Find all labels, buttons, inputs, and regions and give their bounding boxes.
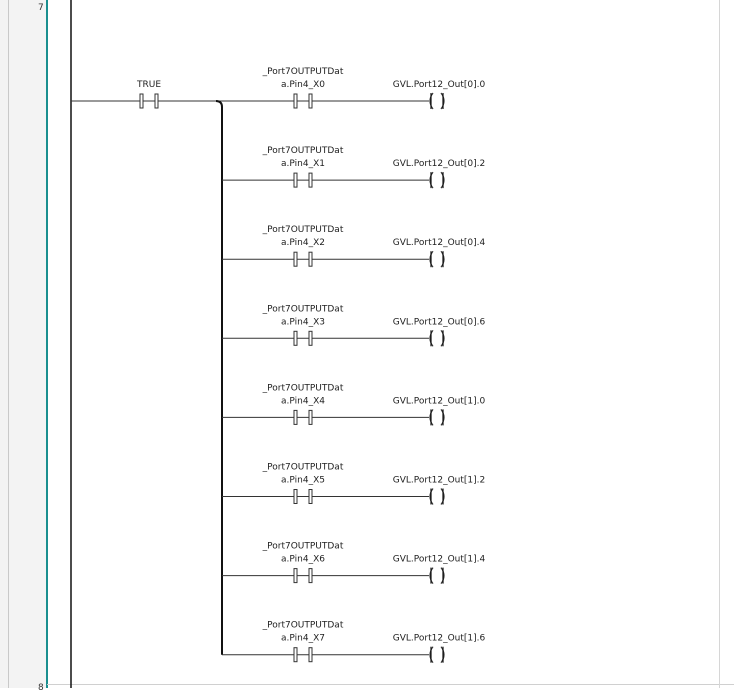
right-edge-line: [719, 0, 720, 688]
contact-variable-line2: a.Pin4_X6: [281, 555, 325, 565]
contact-variable-line1: _Port7OUTPUTDat: [262, 542, 344, 552]
main-contact[interactable]: [139, 93, 159, 109]
contact-variable-line2: a.Pin4_X2: [281, 238, 325, 248]
coil-variable: GVL.Port12_Out[0].6: [393, 317, 486, 327]
contact-variable-line2: a.Pin4_X0: [281, 80, 325, 90]
coil-variable: GVL.Port12_Out[1].0: [393, 396, 486, 406]
contact-variable-line2: a.Pin4_X5: [281, 476, 325, 486]
output-coil[interactable]: [429, 488, 445, 505]
coil-variable: GVL.Port12_Out[0].2: [393, 159, 485, 169]
coil-variable: GVL.Port12_Out[1].2: [393, 476, 485, 486]
coil-variable: GVL.Port12_Out[1].4: [393, 555, 486, 565]
branch-contact[interactable]: [293, 409, 313, 425]
coil-variable: GVL.Port12_Out[0].4: [393, 238, 486, 248]
rung-wires: [70, 0, 429, 688]
output-coil[interactable]: [429, 250, 445, 268]
left-power-rail-marker: [46, 0, 48, 688]
contact-variable-line1: _Port7OUTPUTDat: [262, 67, 344, 77]
output-coil[interactable]: [429, 567, 445, 584]
output-coil[interactable]: [429, 171, 445, 189]
output-coil[interactable]: [429, 646, 445, 664]
contact-variable-line1: _Port7OUTPUTDat: [262, 463, 344, 473]
rung-separator: [47, 684, 734, 685]
contact-variable-line1: _Port7OUTPUTDat: [262, 146, 344, 156]
contact-variable-line2: a.Pin4_X3: [281, 317, 325, 327]
output-coil[interactable]: [429, 329, 445, 347]
coil-variable: GVL.Port12_Out[1].6: [393, 634, 486, 644]
main-contact-label: TRUE: [136, 80, 161, 90]
contact-variable-line2: a.Pin4_X4: [281, 396, 325, 406]
branch-contact[interactable]: [293, 93, 313, 109]
gutter-left-border: [8, 0, 9, 688]
branch-contact[interactable]: [293, 172, 313, 188]
contact-variable-line1: _Port7OUTPUTDat: [262, 225, 344, 235]
branch-contact[interactable]: [293, 489, 313, 504]
rung-number-7[interactable]: 7: [38, 3, 44, 13]
coil-variable: GVL.Port12_Out[0].0: [393, 80, 486, 90]
contact-variable-line1: _Port7OUTPUTDat: [262, 304, 344, 314]
branch-contact[interactable]: [293, 647, 313, 663]
rung-number-gutter: [0, 0, 47, 688]
output-coil[interactable]: [429, 409, 445, 426]
output-coil[interactable]: [429, 92, 445, 110]
contact-variable-line1: _Port7OUTPUTDat: [262, 383, 344, 393]
contact-variable-line1: _Port7OUTPUTDat: [262, 621, 344, 631]
branch-contact[interactable]: [293, 568, 313, 584]
contact-variable-line2: a.Pin4_X1: [281, 159, 325, 169]
branch-bus: [215, 100, 223, 655]
contact-variable-line2: a.Pin4_X7: [281, 634, 325, 644]
branch-contact[interactable]: [293, 251, 313, 267]
branch-contact[interactable]: [293, 330, 313, 346]
